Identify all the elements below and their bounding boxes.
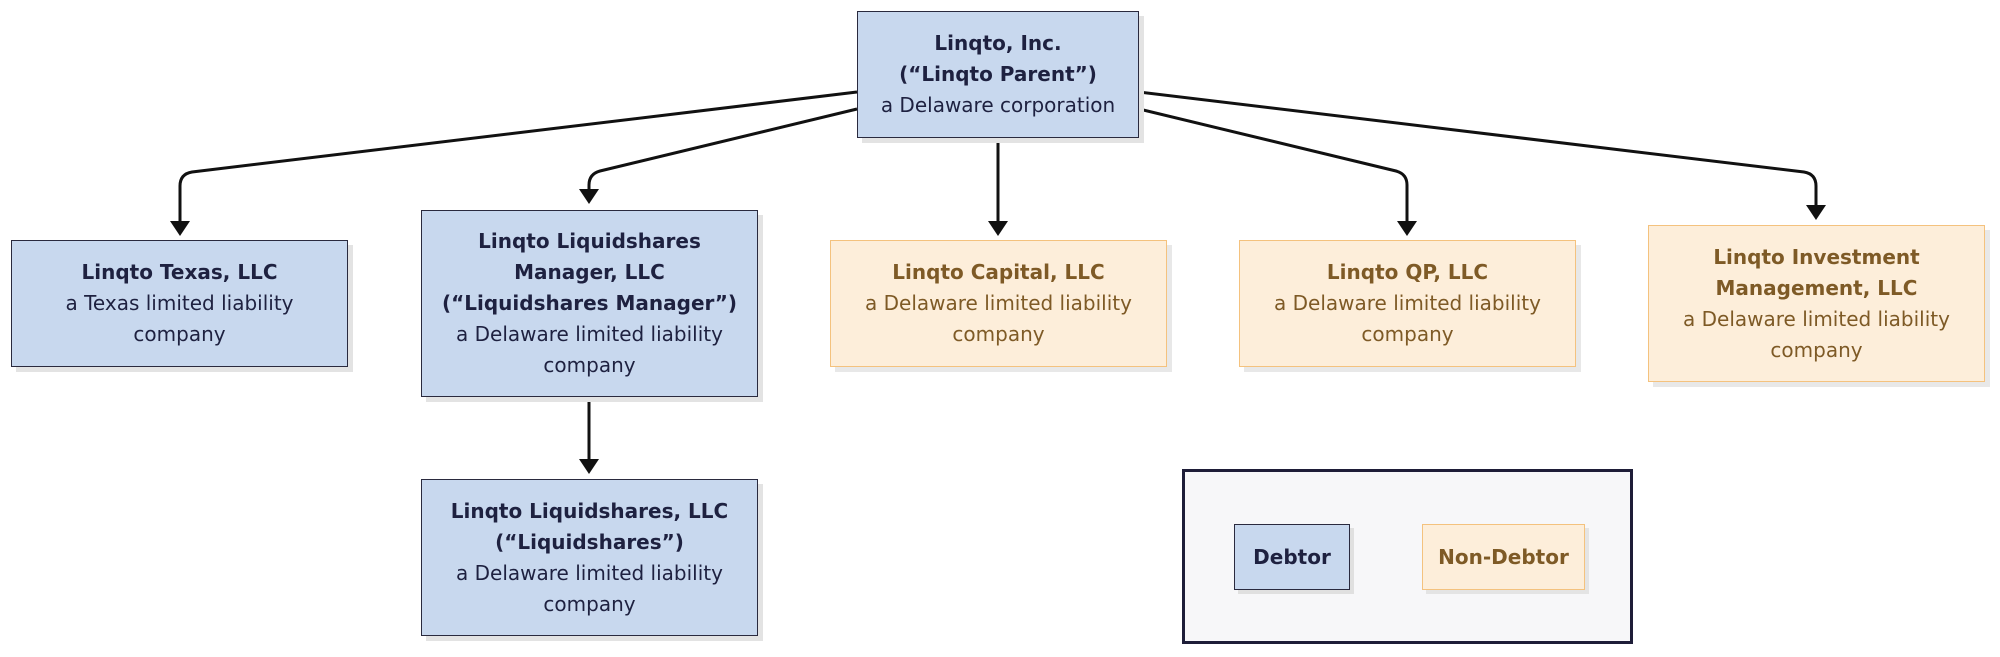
node-name-line-1: Linqto Liquidshares bbox=[478, 229, 701, 253]
node-name: Linqto Capital, LLC bbox=[892, 260, 1105, 284]
node-description-line-2: company bbox=[543, 353, 636, 377]
edge-parent-to-texas bbox=[178, 90, 858, 222]
legend-nondebtor-label: Non-Debtor bbox=[1438, 545, 1569, 569]
node-linqto-capital: Linqto Capital, LLC a Delaware limited l… bbox=[830, 240, 1167, 367]
legend-debtor-swatch: Debtor bbox=[1234, 524, 1350, 590]
arrowhead-texas bbox=[170, 221, 190, 236]
node-description-line-2: company bbox=[1770, 337, 1863, 362]
node-name-line-2: Manager, LLC bbox=[514, 260, 665, 284]
node-linqto-qp: Linqto QP, LLC a Delaware limited liabil… bbox=[1239, 240, 1576, 367]
node-name-line-2: Management, LLC bbox=[1715, 275, 1918, 300]
node-description-line-2: company bbox=[952, 322, 1045, 346]
arrowhead-ls-manager bbox=[579, 189, 599, 204]
node-name-line-1: Linqto Investment bbox=[1713, 244, 1920, 269]
node-liquidshares-manager: Linqto Liquidshares Manager, LLC (“Liqui… bbox=[421, 210, 758, 397]
arrowhead-qp bbox=[1397, 221, 1417, 236]
node-description-line-1: a Delaware limited liability bbox=[1274, 291, 1541, 315]
node-alias: (“Linqto Parent”) bbox=[899, 62, 1097, 86]
arrowhead-capital bbox=[988, 221, 1008, 236]
node-linqto-parent: Linqto, Inc. (“Linqto Parent”) a Delawar… bbox=[857, 11, 1139, 138]
node-description-line-2: company bbox=[543, 591, 636, 616]
node-name: Linqto, Inc. bbox=[934, 31, 1062, 55]
node-description-line-1: a Delaware limited liability bbox=[456, 322, 723, 346]
legend-nondebtor-swatch: Non-Debtor bbox=[1422, 524, 1585, 590]
node-description-line-2: company bbox=[1361, 322, 1454, 346]
node-linqto-liquidshares: Linqto Liquidshares, LLC (“Liquidshares”… bbox=[421, 479, 758, 636]
node-description: a Delaware corporation bbox=[880, 93, 1116, 117]
edge-parent-to-investment bbox=[1138, 90, 1818, 205]
node-name: Linqto Liquidshares, LLC bbox=[450, 498, 729, 523]
edge-parent-to-qp bbox=[1138, 107, 1409, 222]
node-alias: (“Liquidshares”) bbox=[495, 529, 684, 554]
node-description-line-1: a Texas limited liability bbox=[65, 291, 294, 315]
node-linqto-investment-management: Linqto Investment Management, LLC a Dela… bbox=[1648, 225, 1985, 382]
legend-debtor-label: Debtor bbox=[1253, 545, 1331, 569]
node-description-line-1: a Delaware limited liability bbox=[865, 291, 1132, 315]
node-name: Linqto Texas, LLC bbox=[81, 260, 278, 284]
node-name: Linqto QP, LLC bbox=[1326, 260, 1489, 284]
node-linqto-texas: Linqto Texas, LLC a Texas limited liabil… bbox=[11, 240, 348, 367]
node-description-line-1: a Delaware limited liability bbox=[1683, 306, 1950, 331]
legend: Debtor Non-Debtor bbox=[1182, 469, 1633, 644]
edge-parent-to-ls-manager bbox=[587, 107, 858, 189]
node-description-line-1: a Delaware limited liability bbox=[456, 560, 723, 585]
arrowhead-investment bbox=[1806, 205, 1826, 220]
node-description-line-2: company bbox=[133, 322, 226, 346]
arrowhead-liquidshares bbox=[579, 459, 599, 474]
node-alias: (“Liquidshares Manager”) bbox=[441, 291, 738, 315]
